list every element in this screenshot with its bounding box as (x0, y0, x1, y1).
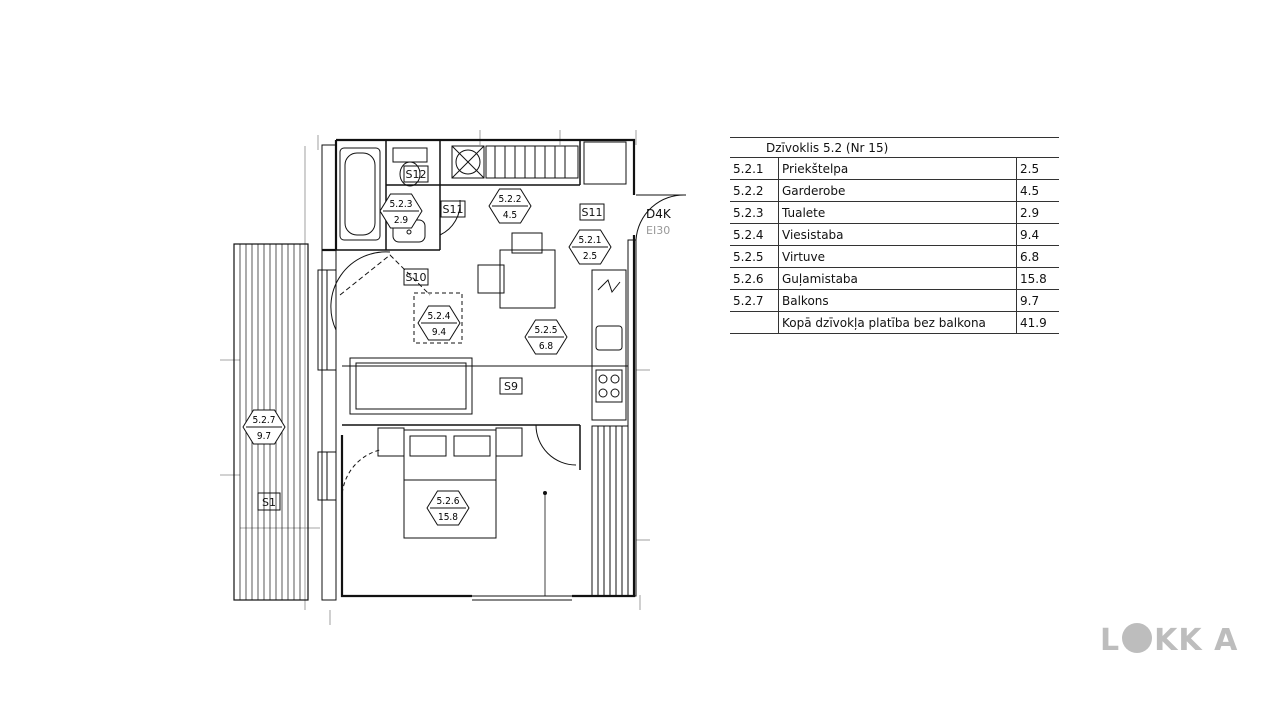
room-area: 15.8 (438, 512, 458, 523)
room-code: 5.2.7 (253, 415, 276, 426)
room-area: 2.5 (583, 251, 597, 262)
doors (330, 194, 687, 501)
room-code: 5.2.6 (437, 496, 460, 507)
cell-area: 2.9 (1016, 201, 1059, 224)
room-area: 9.4 (432, 327, 447, 338)
cell-code: 5.2.3 (730, 201, 779, 224)
cell-area: 9.7 (1016, 289, 1059, 312)
globe-icon (1122, 623, 1153, 653)
room-label-5-2-7: 5.2.7 9.7 (242, 409, 286, 445)
bed (403, 429, 497, 539)
tag-s11-a: S11 (440, 200, 466, 218)
door-tag: D4K (646, 207, 672, 221)
room-area: 6.8 (539, 341, 554, 352)
cell-name: Balkons (778, 289, 1017, 312)
brand-logo: L KK A (1100, 623, 1238, 658)
cell-area: 2.5 (1016, 157, 1059, 180)
total-value: 41.9 (1016, 311, 1059, 334)
cell-area: 9.4 (1016, 223, 1059, 246)
tag-s12: S12 (403, 165, 429, 183)
cell-name: Garderobe (778, 179, 1017, 202)
room-code: 5.2.5 (535, 325, 558, 336)
cell-code: 5.2.4 (730, 223, 779, 246)
room-label-5-2-6: 5.2.6 15.8 (426, 490, 470, 526)
room-label-5-2-4: 5.2.4 9.4 (417, 305, 461, 341)
room-code: 5.2.4 (428, 311, 451, 322)
tag-s10: S10 (403, 268, 429, 286)
cell-code: 5.2.6 (730, 267, 779, 290)
tag-s11-a-text: S11 (443, 203, 464, 216)
windows (317, 269, 337, 501)
living-furniture (339, 232, 556, 415)
tag-s10-text: S10 (406, 271, 427, 284)
interior-walls (336, 140, 581, 470)
logo-right: KK A (1154, 623, 1239, 658)
storage-box (583, 141, 627, 185)
room-area: 9.7 (257, 431, 271, 442)
wardrobe (591, 425, 629, 597)
grid-lines (220, 130, 650, 625)
cell-code: 5.2.2 (730, 179, 779, 202)
cell-code: 5.2.7 (730, 289, 779, 312)
cell-code: 5.2.5 (730, 245, 779, 268)
room-area: 4.5 (503, 210, 517, 221)
balcony (233, 243, 309, 601)
bathtub (339, 147, 381, 241)
tag-s11-b: S11 (579, 203, 605, 221)
logo-left: L (1100, 623, 1121, 658)
room-code: 5.2.3 (390, 199, 413, 210)
room-label-5-2-2: 5.2.2 4.5 (488, 188, 532, 224)
kitchen (342, 269, 628, 421)
cell-name: Tualete (778, 201, 1017, 224)
room-label-5-2-1: 5.2.1 2.5 (568, 229, 612, 265)
total-row: Kopā dzīvokļa platība bez balkona 41.9 (730, 311, 1059, 334)
cell-area: 6.8 (1016, 245, 1059, 268)
fire-rating-tag: EI30 (646, 224, 670, 237)
tag-s1: S1 (257, 492, 281, 511)
ventilation-shaft (451, 145, 579, 179)
room-area: 2.9 (394, 215, 409, 226)
tag-s9-text: S9 (504, 380, 518, 393)
cell-name: Virtuve (778, 245, 1017, 268)
tag-s1-text: S1 (262, 496, 276, 509)
cell-name: Priekštelpa (778, 157, 1017, 180)
room-label-5-2-3: 5.2.3 2.9 (379, 193, 423, 229)
nightstand-right (495, 427, 523, 457)
nightstand-left (377, 427, 405, 457)
cell-area: 15.8 (1016, 267, 1059, 290)
tag-s11-b-text: S11 (582, 206, 603, 219)
cell-name: Viesistaba (778, 223, 1017, 246)
room-code: 5.2.2 (499, 194, 522, 205)
cell-code: 5.2.1 (730, 157, 779, 180)
cell-name: Guļamistaba (778, 267, 1017, 290)
room-label-5-2-5: 5.2.5 6.8 (524, 319, 568, 355)
total-label: Kopā dzīvokļa platība bez balkona (778, 311, 1017, 334)
room-code: 5.2.1 (579, 235, 602, 246)
toilet (392, 147, 428, 187)
cell-area: 4.5 (1016, 179, 1059, 202)
tag-s12-text: S12 (406, 168, 427, 181)
tag-s9: S9 (499, 377, 523, 395)
table-title: Dzīvoklis 5.2 (Nr 15) (730, 137, 1059, 157)
